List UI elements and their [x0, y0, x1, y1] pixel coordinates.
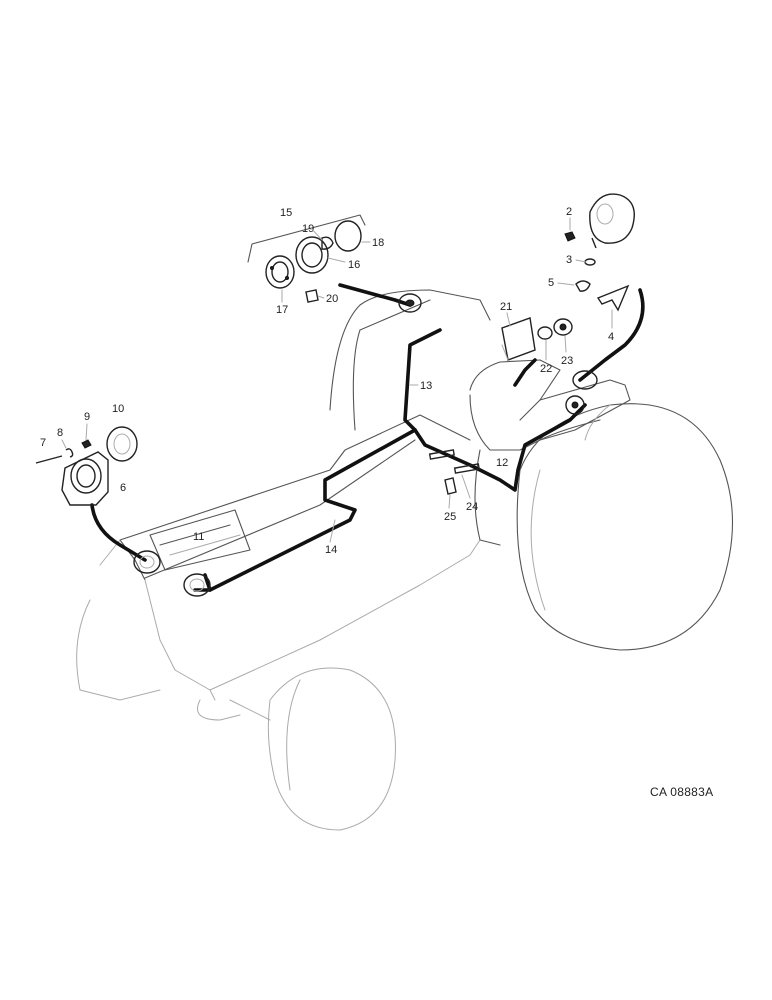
rear-fender-lamp — [565, 370, 598, 415]
callout-7: 7 — [40, 437, 46, 449]
harness-13 — [403, 328, 442, 432]
dash-lamp — [398, 293, 422, 313]
leader-15 — [338, 283, 412, 307]
callout-18: 18 — [372, 237, 384, 249]
callout-6: 6 — [120, 482, 126, 494]
callout-11: 11 — [193, 531, 204, 543]
callout-22: 22 — [540, 363, 552, 375]
front-lamp-right — [183, 573, 211, 597]
callout-25: 25 — [444, 511, 456, 523]
callout-15: 15 — [280, 207, 292, 219]
callout-14: 14 — [325, 544, 337, 556]
wiring-harness — [90, 283, 645, 592]
callout-labels: 2 3 5 4 15 19 18 16 17 20 21 22 23 13 12… — [40, 206, 614, 556]
catalog-number: CA 08883A — [650, 785, 713, 799]
callout-12: 12 — [496, 457, 508, 469]
callout-4: 4 — [608, 331, 614, 343]
callout-3: 3 — [566, 254, 572, 266]
callout-24: 24 — [466, 501, 478, 513]
headlamp-assembly — [35, 426, 138, 506]
connector-25 — [444, 477, 457, 495]
callout-leaders — [61, 217, 613, 543]
callout-16: 16 — [348, 259, 360, 271]
callout-17: 17 — [276, 304, 288, 316]
callout-19: 19 — [302, 223, 314, 235]
callout-20: 20 — [326, 293, 338, 305]
fuse-block-24 — [428, 449, 480, 474]
harness-12 — [413, 403, 587, 492]
rear-lamp-assembly — [564, 193, 635, 312]
front-lamp-left — [133, 550, 161, 574]
lamp-assembly-15 — [247, 214, 366, 303]
leader-rear-lamp — [578, 288, 645, 382]
switch-assembly-21 — [501, 317, 573, 361]
callout-13: 13 — [420, 380, 432, 392]
callout-2: 2 — [566, 206, 572, 218]
harness-14 — [193, 428, 417, 592]
callout-9: 9 — [84, 411, 90, 423]
tractor-outline — [76, 289, 734, 831]
callout-10: 10 — [112, 403, 124, 415]
callout-21: 21 — [500, 301, 512, 313]
callout-8: 8 — [57, 427, 63, 439]
callout-5: 5 — [548, 277, 554, 289]
callout-23: 23 — [561, 355, 573, 367]
